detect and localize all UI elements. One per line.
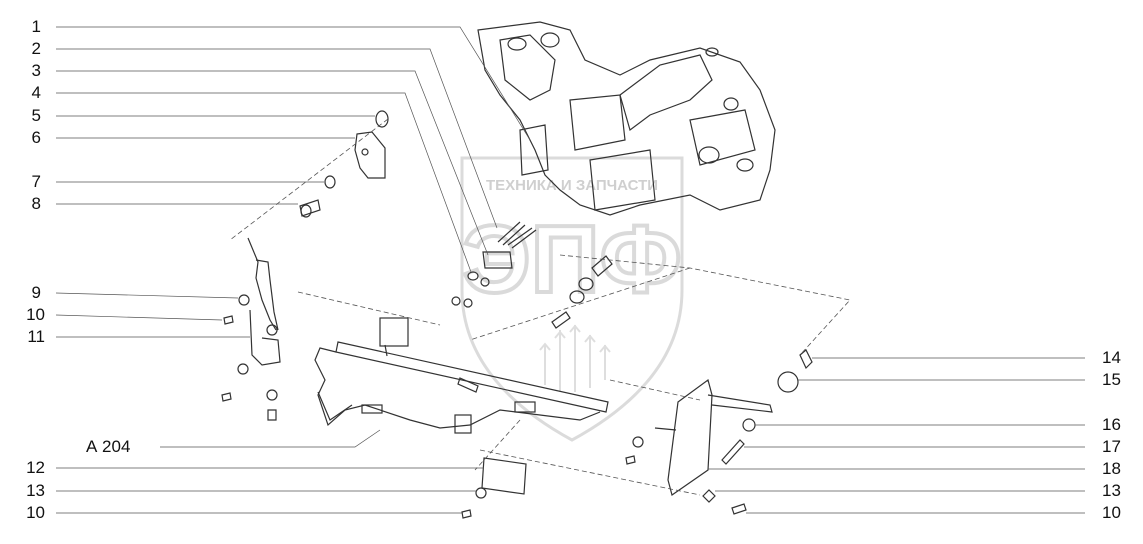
callout-13-right: 13 bbox=[1102, 481, 1121, 500]
callout-9: 9 bbox=[31, 283, 41, 302]
callout-16: 16 bbox=[1102, 415, 1121, 434]
callout-8: 8 bbox=[31, 194, 41, 213]
callout-13-left: 13 bbox=[26, 481, 45, 500]
assembly-lines bbox=[229, 118, 851, 496]
callout-18: 18 bbox=[1102, 459, 1121, 478]
right-panel bbox=[625, 349, 813, 515]
wheat-icon bbox=[539, 324, 611, 392]
callout-10-right: 10 bbox=[1102, 503, 1121, 522]
hinge-plate bbox=[299, 110, 389, 218]
callout-2: 2 bbox=[31, 39, 41, 58]
watermark-logo-text: ЭПФ bbox=[462, 206, 681, 313]
center-fasteners bbox=[451, 221, 613, 329]
callout-14: 14 bbox=[1102, 348, 1121, 367]
callout-1: 1 bbox=[31, 17, 41, 36]
lever-arm bbox=[221, 237, 281, 421]
support-bracket bbox=[314, 317, 609, 434]
cover-plate bbox=[461, 457, 527, 519]
callout-7: 7 bbox=[31, 172, 41, 191]
callout-12: 12 bbox=[26, 458, 45, 477]
callout-15: 15 bbox=[1102, 370, 1121, 389]
callout-5: 5 bbox=[31, 106, 41, 125]
callout-10-upper: 10 bbox=[26, 305, 45, 324]
assembly-reference: А 204 bbox=[86, 437, 131, 456]
callout-6: 6 bbox=[31, 128, 41, 147]
callout-3: 3 bbox=[31, 61, 41, 80]
callout-11: 11 bbox=[27, 327, 45, 346]
leader-lines bbox=[55, 26, 1085, 514]
callout-10-lower: 10 bbox=[26, 503, 45, 522]
tractor-frame bbox=[477, 21, 776, 216]
callout-4: 4 bbox=[31, 83, 41, 102]
callout-17: 17 bbox=[1102, 437, 1121, 456]
watermark-logo: ТЕХНИКА И ЗАПЧАСТИ ЭПФ bbox=[460, 156, 684, 442]
watermark-top-text: ТЕХНИКА И ЗАПЧАСТИ bbox=[486, 177, 658, 194]
